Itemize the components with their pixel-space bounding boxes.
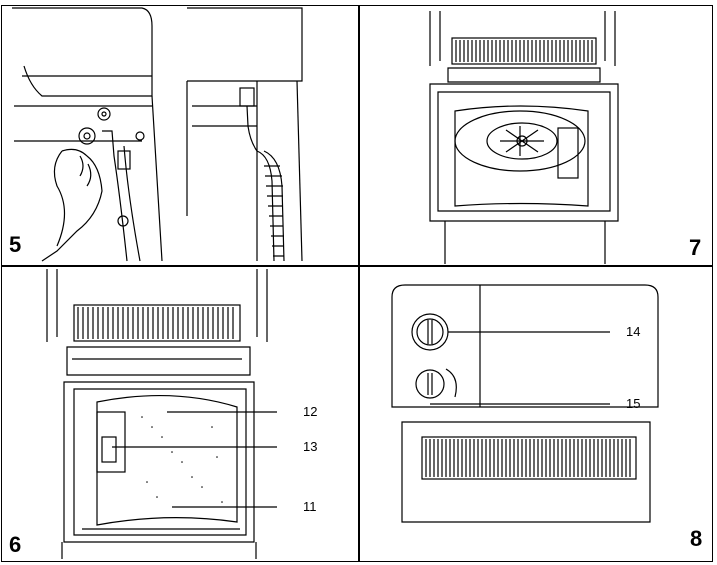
hose-connection-illustration [12,7,303,262]
horizontal-divider [2,265,712,267]
panel-number-5: 5 [9,232,22,257]
control-knobs-illustration [391,284,659,523]
panel-number-8: 8 [690,526,703,551]
panel-5-hose-connection: 5 [2,6,357,264]
drum-view-illustration [429,11,619,264]
filter-parts-illustration [46,269,277,559]
callout-15: 15 [626,396,641,411]
callout-12: 12 [303,404,318,419]
panel-number-6: 6 [9,532,22,557]
callout-13: 13 [303,439,318,454]
callout-11: 11 [303,499,317,514]
vertical-divider [358,6,360,561]
panel-8-control-knobs: 14 15 8 [360,267,712,561]
callout-14: 14 [626,324,641,339]
top-strip [0,0,717,6]
panel-7-drum-view: 7 [360,6,712,264]
illustration-grid: 5 7 [1,5,713,562]
panel-6-filter-parts: 12 13 11 6 [2,267,357,561]
panel-number-7: 7 [689,235,702,260]
